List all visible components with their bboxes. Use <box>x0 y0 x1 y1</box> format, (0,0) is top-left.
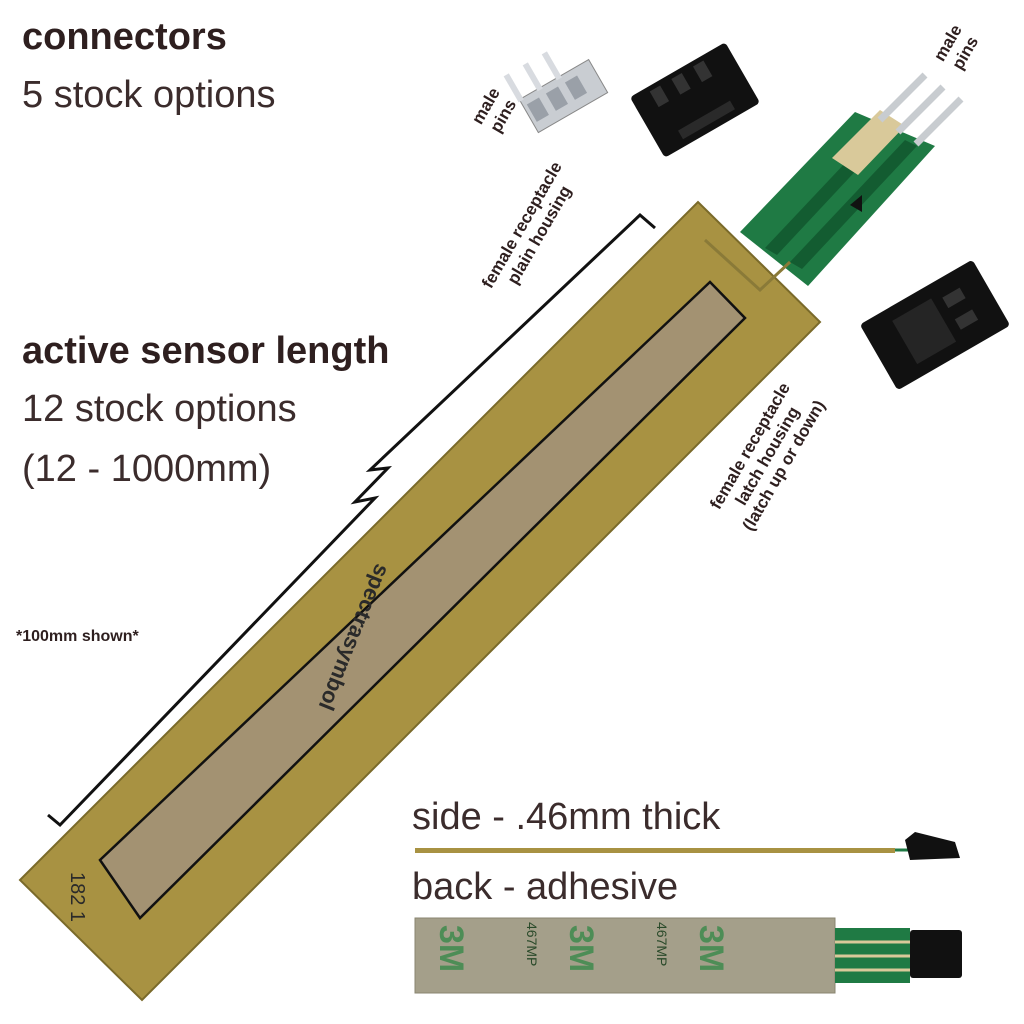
length-bracket <box>47 212 656 828</box>
plain-housing-connector <box>631 43 759 157</box>
adhesive-logo-3: 3M <box>692 925 730 973</box>
back-caption: back - adhesive <box>412 866 679 908</box>
adhesive-code-2: 467MP <box>654 922 670 967</box>
connectors-subtitle: 5 stock options <box>22 74 276 116</box>
adhesive-logo-1: 3M <box>432 925 470 973</box>
side-view <box>415 832 960 860</box>
back-view <box>414 917 962 994</box>
connectors-heading: connectors <box>22 16 227 58</box>
part-mark: 182 1 <box>66 872 88 923</box>
male-pins-connector <box>503 51 609 134</box>
sensor-strip <box>18 200 822 1002</box>
shown-note: *100mm shown* <box>16 628 139 645</box>
sensor-options-text: 12 stock options <box>22 388 297 430</box>
latch-housing-connector <box>861 261 1009 389</box>
sensor-tail-pcb <box>740 72 964 286</box>
sensor-range-text: (12 - 1000mm) <box>22 448 272 490</box>
adhesive-code-1: 467MP <box>524 922 540 967</box>
sensor-length-heading: active sensor length <box>22 330 390 372</box>
side-caption: side - .46mm thick <box>412 796 721 838</box>
adhesive-logo-2: 3M <box>562 925 600 973</box>
